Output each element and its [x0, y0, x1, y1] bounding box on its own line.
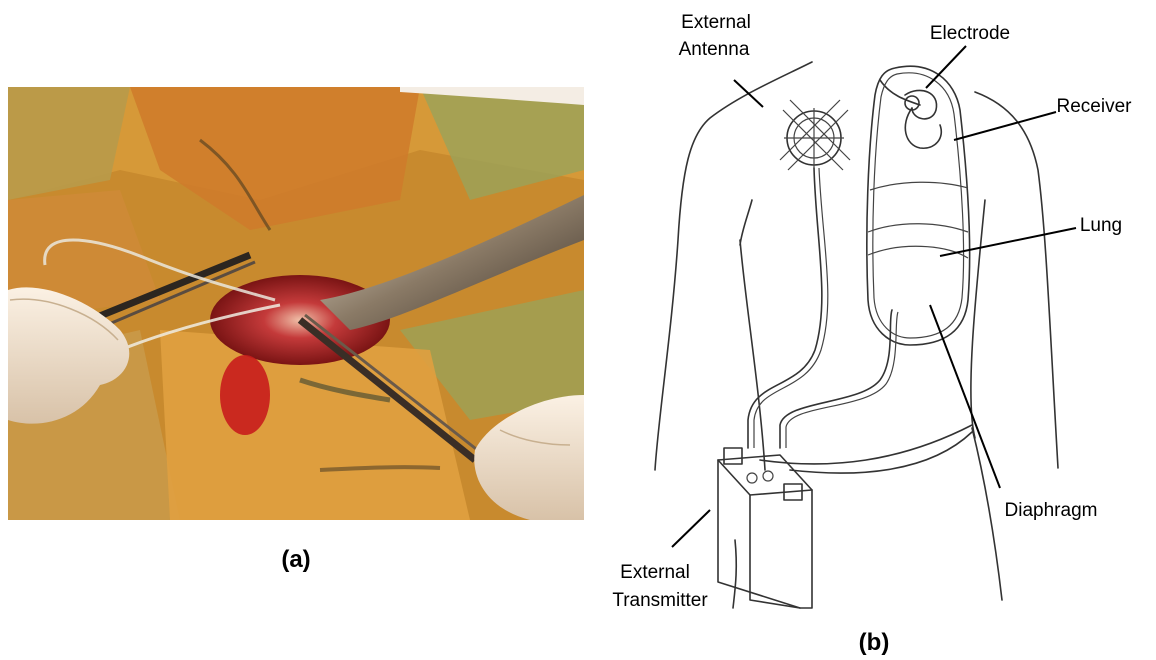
waist-belt — [760, 425, 972, 464]
right-arm-inner — [971, 200, 985, 438]
label-diaphragm: Diaphragm — [1005, 500, 1098, 521]
label-external-antenna-line2: Antenna — [679, 39, 750, 60]
label-external-antenna-line1: External — [681, 12, 751, 33]
leader-diaphragm — [930, 305, 1000, 488]
implant-diagram: External Antenna Electrode Receiver Lung… — [612, 12, 1132, 611]
leader-external-transmitter — [672, 510, 710, 547]
receiver-coil — [905, 90, 941, 148]
right-shoulder — [975, 92, 1058, 468]
surgical-photo — [8, 87, 584, 520]
electrode-lead — [780, 310, 892, 448]
lung-mid-line — [868, 224, 968, 232]
label-receiver: Receiver — [1057, 96, 1133, 117]
panel-b-caption: (b) — [859, 629, 890, 656]
left-arm-inner — [740, 240, 765, 470]
label-electrode: Electrode — [930, 23, 1010, 44]
label-lung: Lung — [1080, 215, 1122, 236]
panel-a-caption: (a) — [281, 546, 310, 573]
left-arm-edge — [740, 200, 752, 245]
label-external-transmitter-line1: External — [620, 562, 690, 583]
label-external-transmitter-line2: Transmitter — [612, 590, 708, 611]
external-transmitter-icon — [718, 448, 812, 608]
leader-receiver — [954, 112, 1056, 140]
leader-lung — [940, 228, 1076, 256]
torso-outline — [655, 62, 812, 470]
lung-outline-inner — [873, 73, 964, 338]
diaphragm-line — [868, 246, 968, 258]
lung-outline — [867, 66, 970, 345]
hip-left — [733, 540, 736, 608]
lung-upper-line — [870, 182, 968, 190]
external-antenna-icon — [780, 100, 850, 170]
leader-external-antenna — [734, 80, 763, 107]
